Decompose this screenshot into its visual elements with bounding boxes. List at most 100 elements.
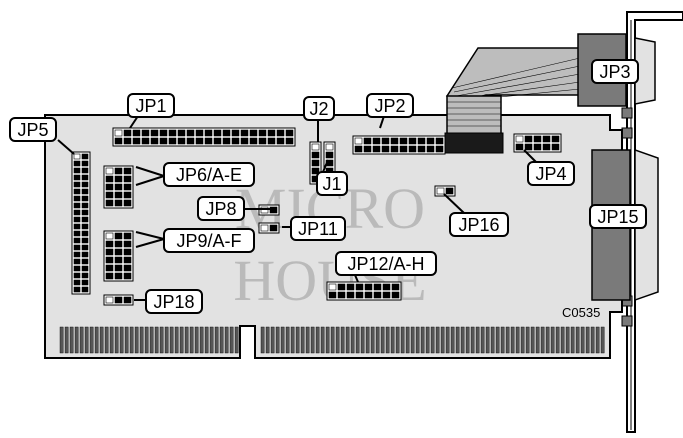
edge-finger	[345, 326, 350, 354]
edge-finger	[350, 326, 355, 354]
jp9-label: JP9/A-F	[163, 228, 255, 253]
edge-finger	[234, 326, 239, 354]
jp4-header	[513, 133, 562, 153]
edge-finger	[365, 326, 370, 354]
edge-finger	[580, 326, 585, 354]
jp6-header	[103, 165, 134, 209]
jp9-label-text: JP9/A-F	[176, 231, 241, 251]
edge-finger	[425, 326, 430, 354]
j2-label: J2	[303, 96, 335, 121]
edge-finger	[495, 326, 500, 354]
edge-finger	[520, 326, 525, 354]
edge-finger	[229, 326, 234, 354]
jp8-label-text: JP8	[205, 199, 236, 219]
edge-finger	[59, 326, 64, 354]
edge-finger	[475, 326, 480, 354]
jp5-header	[71, 151, 91, 295]
edge-finger	[420, 326, 425, 354]
edge-finger	[79, 326, 84, 354]
edge-finger	[340, 326, 345, 354]
jp5-label-text: JP5	[17, 120, 48, 140]
jp2-label-text: JP2	[374, 96, 405, 116]
edge-finger	[119, 326, 124, 354]
jp15-label-text: JP15	[597, 207, 638, 227]
edge-finger	[595, 326, 600, 354]
edge-finger	[455, 326, 460, 354]
edge-finger	[555, 326, 560, 354]
edge-finger	[94, 326, 99, 354]
jp1-label: JP1	[127, 93, 175, 118]
edge-finger	[285, 326, 290, 354]
jp6-label: JP6/A-E	[163, 162, 255, 187]
jp2-label: JP2	[366, 93, 414, 118]
edge-finger	[164, 326, 169, 354]
edge-finger	[500, 326, 505, 354]
edge-finger	[129, 326, 134, 354]
jp3-label: JP3	[591, 59, 639, 84]
edge-finger	[380, 326, 385, 354]
jp12-header	[326, 281, 402, 301]
edge-finger	[224, 326, 229, 354]
edge-finger	[179, 326, 184, 354]
edge-finger	[490, 326, 495, 354]
edge-finger	[450, 326, 455, 354]
edge-finger	[69, 326, 74, 354]
edge-finger	[355, 326, 360, 354]
jp16-label-text: JP16	[458, 215, 499, 235]
j2-label-text: J2	[309, 99, 328, 119]
edge-finger	[485, 326, 490, 354]
edge-connector	[59, 326, 605, 354]
edge-finger	[395, 326, 400, 354]
jp11-header	[258, 222, 280, 234]
edge-finger	[460, 326, 465, 354]
edge-finger	[325, 326, 330, 354]
edge-finger	[360, 326, 365, 354]
edge-finger	[214, 326, 219, 354]
edge-finger	[480, 326, 485, 354]
edge-finger	[435, 326, 440, 354]
edge-finger	[535, 326, 540, 354]
jp18-header	[103, 294, 134, 306]
edge-finger	[134, 326, 139, 354]
pin-headers	[71, 127, 562, 306]
edge-finger	[545, 326, 550, 354]
jp6-label-text: JP6/A-E	[176, 165, 242, 185]
edge-finger	[390, 326, 395, 354]
edge-finger	[530, 326, 535, 354]
edge-finger	[275, 326, 280, 354]
jp12-label-text: JP12/A-H	[347, 254, 424, 274]
edge-finger	[405, 326, 410, 354]
edge-finger	[465, 326, 470, 354]
edge-finger	[305, 326, 310, 354]
edge-finger	[430, 326, 435, 354]
edge-finger	[280, 326, 285, 354]
edge-finger	[590, 326, 595, 354]
edge-finger	[375, 326, 380, 354]
jp18-label-text: JP18	[153, 292, 194, 312]
edge-finger	[510, 326, 515, 354]
jp11-label: JP11	[290, 216, 346, 241]
edge-finger	[315, 326, 320, 354]
j1-label-text: J1	[322, 174, 341, 194]
edge-finger	[84, 326, 89, 354]
jp15-label: JP15	[589, 204, 647, 229]
edge-finger	[99, 326, 104, 354]
edge-finger	[470, 326, 475, 354]
jp5-label: JP5	[9, 117, 57, 142]
edge-finger	[330, 326, 335, 354]
edge-finger	[600, 326, 605, 354]
edge-finger	[310, 326, 315, 354]
edge-finger	[295, 326, 300, 354]
j1-label: J1	[316, 171, 348, 196]
edge-finger	[575, 326, 580, 354]
edge-finger	[74, 326, 79, 354]
edge-finger	[139, 326, 144, 354]
jp16-label: JP16	[449, 212, 509, 237]
edge-finger	[300, 326, 305, 354]
edge-finger	[174, 326, 179, 354]
edge-finger	[199, 326, 204, 354]
edge-finger	[114, 326, 119, 354]
edge-finger	[149, 326, 154, 354]
